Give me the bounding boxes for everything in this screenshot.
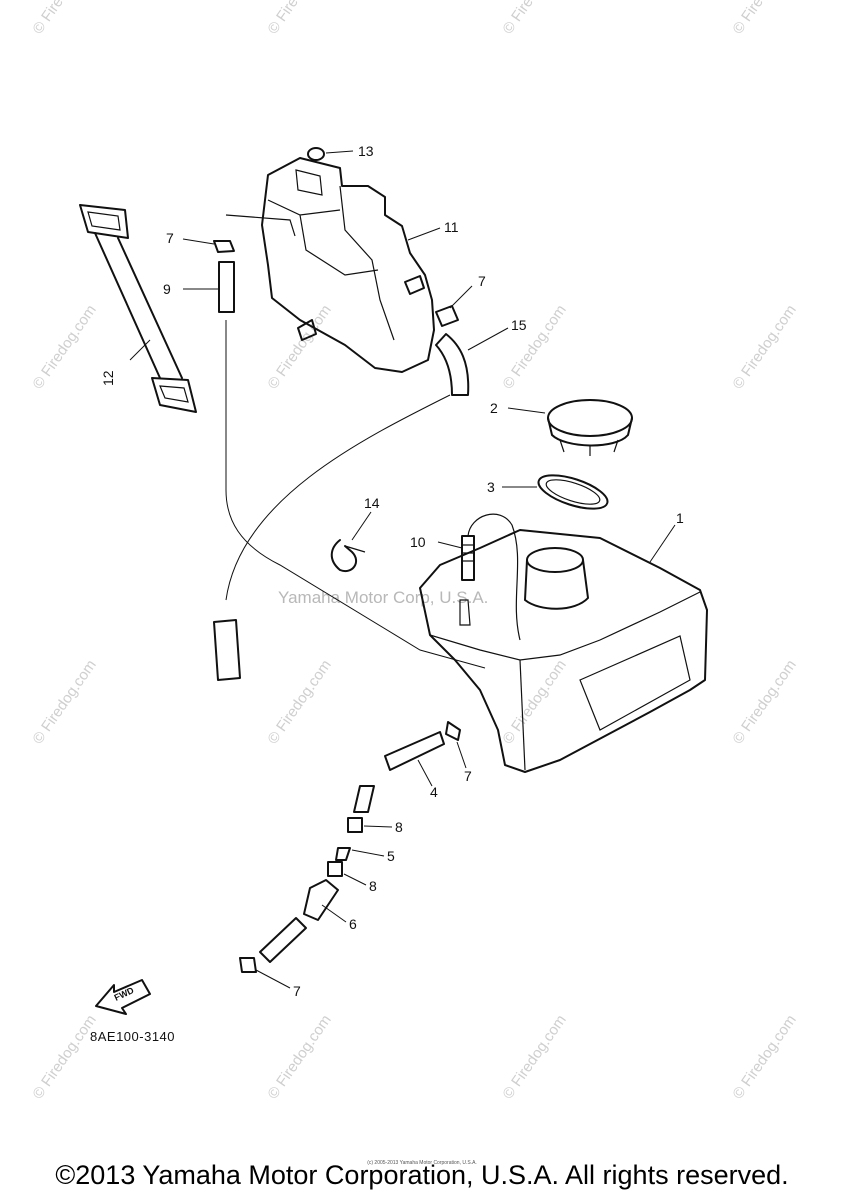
- leader-lines: [129, 150, 676, 989]
- copyright-footer: ©2013 Yamaha Motor Corporation, U.S.A. A…: [55, 1160, 789, 1190]
- hose-piece-part: [213, 619, 241, 681]
- breather-pipe-part: [461, 513, 521, 641]
- fuel-cap-part: [547, 399, 633, 456]
- watermark: © Firedog.com: [499, 1012, 569, 1103]
- callout-6: 6: [349, 916, 357, 932]
- joint-part: [327, 817, 363, 877]
- diagram-code: 8AE100-3140: [90, 1029, 176, 1044]
- cap-part: [307, 147, 325, 161]
- sub-tank-part: [261, 157, 435, 373]
- callout-7: 7: [166, 230, 174, 246]
- strap-part: [79, 204, 197, 413]
- fwd-label: FWD: [113, 985, 136, 1003]
- callout-7: 7: [478, 273, 486, 289]
- watermark-grid: © Firedog.com © Firedog.com © Firedog.co…: [29, 0, 799, 1102]
- callout-3: 3: [487, 479, 495, 495]
- vent-hose-part: [213, 214, 296, 313]
- watermark-center: Yamaha Motor Corp, U.S.A.: [278, 588, 488, 607]
- watermark: © Firedog.com: [729, 657, 799, 748]
- callout-8: 8: [395, 819, 403, 835]
- fwd-arrow-icon: FWD: [95, 979, 151, 1015]
- watermark: © Firedog.com: [499, 0, 569, 37]
- tiny-copyright: (c) 2005-2013 Yamaha Motor Corporation, …: [367, 1160, 477, 1166]
- callout-11: 11: [444, 219, 459, 235]
- callout-labels: 1 2 3 4 5 6 7 7 7 7 8 8 9 10 11 12 13 14…: [100, 143, 684, 999]
- watermark: © Firedog.com: [499, 302, 569, 393]
- routing-line: [225, 394, 451, 601]
- watermark: © Firedog.com: [264, 302, 334, 393]
- routing-line: [225, 320, 486, 669]
- callout-4: 4: [430, 784, 438, 800]
- callout-13: 13: [358, 143, 374, 159]
- callout-12: 12: [100, 370, 116, 386]
- callout-1: 1: [676, 510, 684, 526]
- watermark: © Firedog.com: [264, 0, 334, 37]
- watermark: © Firedog.com: [729, 302, 799, 393]
- callout-7: 7: [464, 768, 472, 784]
- watermark: © Firedog.com: [729, 0, 799, 37]
- watermark: © Firedog.com: [729, 1012, 799, 1103]
- callout-14: 14: [364, 495, 380, 511]
- callout-2: 2: [490, 400, 498, 416]
- fuel-tank-part: [419, 529, 708, 773]
- clip-part: [330, 539, 366, 573]
- hose-15-part: [435, 305, 470, 396]
- watermark: © Firedog.com: [264, 657, 334, 748]
- watermark: © Firedog.com: [264, 1012, 334, 1103]
- callout-15: 15: [511, 317, 527, 333]
- callout-9: 9: [163, 281, 171, 297]
- gasket-part: [537, 474, 609, 510]
- callout-10: 10: [410, 534, 426, 550]
- fuel-hose-4-part: [353, 721, 461, 813]
- callout-8: 8: [369, 878, 377, 894]
- watermark: © Firedog.com: [29, 0, 99, 37]
- watermark: © Firedog.com: [29, 1012, 99, 1103]
- watermark: © Firedog.com: [29, 302, 99, 393]
- callout-5: 5: [387, 848, 395, 864]
- fuel-hose-6-part: [239, 879, 339, 973]
- callout-7: 7: [293, 983, 301, 999]
- watermark: © Firedog.com: [499, 657, 569, 748]
- watermark: © Firedog.com: [29, 657, 99, 748]
